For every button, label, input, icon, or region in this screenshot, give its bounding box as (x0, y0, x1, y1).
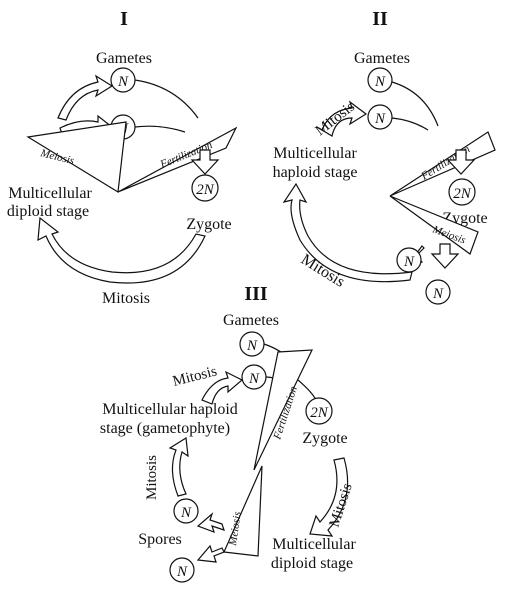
panel-two-arrow-to-zygote (446, 149, 476, 175)
panel-two-mitosis-arrow-bottom (282, 182, 413, 283)
panel-two-title: II (372, 8, 388, 30)
panel-three-diploid-line1: Multicellular (272, 536, 356, 553)
panel-three-line-to-zygote (297, 379, 317, 401)
panel-three-meiosis-label: Meiosis (227, 511, 244, 548)
panel-three-title: III (244, 283, 268, 305)
panel-two-gamete-circle-mid (367, 104, 393, 130)
panel-three-gamete-n-mid: N (248, 371, 260, 387)
panel-three-gametes-label: Gametes (223, 312, 279, 329)
panel-three-mitosis-arrow-left (168, 436, 189, 497)
panel-one-gamete-n-top: N (117, 74, 129, 90)
panel-three: III Gametes N N Mitosis Fertilization 2N… (100, 283, 356, 583)
panel-three-meiosis-wedge (223, 465, 263, 557)
panel-one-line-gamete-mid-fert (134, 125, 186, 133)
panel-two-spore-n-right: N (432, 286, 444, 302)
panel-three-mitosis-arrow-top (201, 370, 244, 405)
panel-one-mitosis-arrow (37, 216, 206, 284)
panel-two-fertilization-wedge (389, 131, 496, 197)
panel-three-zygote-circle (305, 397, 333, 425)
panel-three-spore-n-upper: N (180, 505, 192, 521)
panel-one-multicellular-line1: Multicellular (8, 185, 92, 202)
panel-one-title: I (120, 8, 128, 30)
panel-two-zygote-2n: 2N (453, 186, 472, 202)
panel-one-fertilization-wedge (117, 126, 238, 193)
panel-three-zygote-label: Zygote (302, 430, 347, 447)
panel-three-spore-circle-lower (169, 557, 195, 583)
panel-two-multicellular-line2: haploid stage (273, 164, 358, 181)
panel-one-meiosis-wedge (26, 121, 127, 194)
panel-two: II Gametes N N Mitosis Multicellular hap… (273, 8, 496, 305)
panel-two-mitosis-arrow-top (321, 100, 368, 137)
panel-one-arrow-to-zygote (190, 149, 220, 175)
panel-one-zygote-2n: 2N (196, 182, 215, 198)
panel-two-spore-n-left: N (403, 254, 415, 270)
panel-three-multicellular-line2: stage (gametophyte) (100, 420, 230, 437)
panel-two-line-gamete-top-fert (391, 81, 439, 127)
panel-one-multicellular-line2: diploid stage (7, 203, 89, 220)
panel-three-arrow-to-spore-lower (196, 544, 225, 563)
panel-two-gamete-n-mid: N (374, 111, 386, 127)
panel-two-spore-circle-right (425, 279, 451, 305)
panel-three-zygote-2n: 2N (310, 405, 329, 421)
panel-two-meiosis-wedge (389, 195, 479, 255)
panel-two-multicellular-line1: Multicellular (273, 145, 357, 162)
panel-two-line-gamete-mid-fert (391, 117, 429, 131)
panel-two-gametes-label: Gametes (354, 50, 410, 67)
panel-one-line-gamete-top-fert (134, 79, 199, 119)
panel-one-arrow-to-gamete-top (57, 74, 114, 121)
panel-one-gametes-label: Gametes (96, 50, 152, 67)
panel-one-mitosis-label: Mitosis (102, 290, 150, 307)
panel-three-mitosis-arrow-right (309, 457, 349, 537)
panel-one: I Gametes N N Meiosis Fertilization 2N Z… (7, 8, 238, 307)
panel-two-zygote-circle (448, 178, 476, 206)
panel-three-gamete-n-top: N (246, 338, 258, 354)
panel-one-zygote-circle (191, 174, 219, 202)
panel-three-mitosis-label-left: Mitosis (144, 455, 160, 500)
panel-three-fertilization-wedge (253, 349, 313, 471)
panel-three-arrow-to-spore-upper (196, 512, 225, 534)
panel-two-gamete-n-top: N (374, 74, 386, 90)
panel-two-gamete-circle-top (367, 67, 393, 93)
panel-three-spore-circle-upper (173, 498, 199, 524)
panel-one-zygote-label: Zygote (186, 216, 231, 233)
panel-three-diploid-line2: diploid stage (271, 555, 353, 572)
panel-three-spores-label: Spores (138, 531, 182, 548)
panel-three-spore-n-lower: N (176, 564, 188, 580)
panel-two-arrow-to-n-right (430, 243, 460, 269)
panel-three-multicellular-line1: Multicellular haploid (102, 401, 238, 418)
